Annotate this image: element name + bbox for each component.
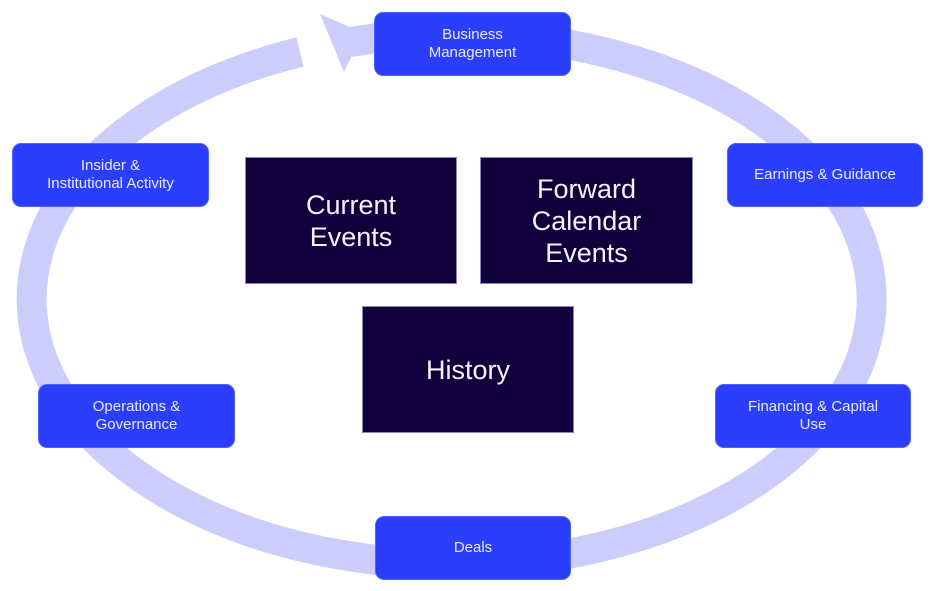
core-current-events[interactable]: Current Events (245, 157, 457, 284)
cycle-ring-path (16, 19, 887, 580)
core-history[interactable]: History (362, 306, 574, 433)
node-financing-capital-use[interactable]: Financing & Capital Use (715, 384, 911, 448)
node-earnings-guidance[interactable]: Earnings & Guidance (727, 143, 923, 207)
cycle-arrowhead-icon (320, 14, 363, 72)
node-deals[interactable]: Deals (375, 516, 571, 580)
node-operations-governance[interactable]: Operations & Governance (38, 384, 235, 448)
core-forward-calendar-events[interactable]: Forward Calendar Events (480, 157, 693, 284)
node-business-management[interactable]: Business Management (374, 12, 571, 76)
node-insider-institutional-activity[interactable]: Insider & Institutional Activity (12, 143, 209, 207)
